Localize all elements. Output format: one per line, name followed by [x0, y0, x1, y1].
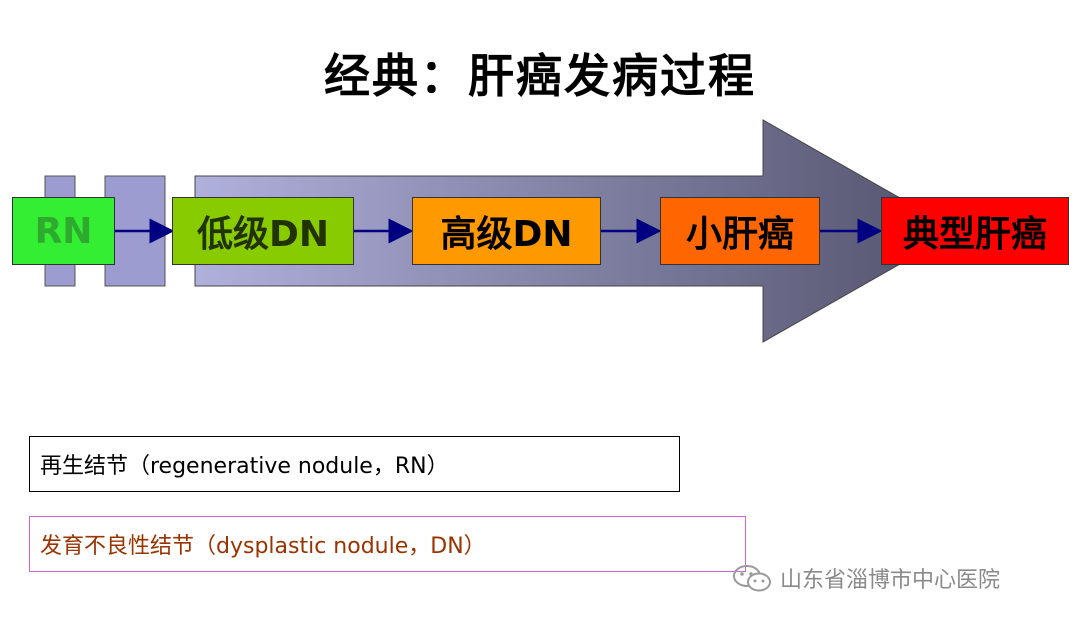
definition-dn-text: 发育不良性结节（dysplastic nodule，DN）: [40, 534, 486, 559]
stage-low-grade-dn: 低级DN: [172, 197, 354, 265]
stage-typical-hcc: 典型肝癌: [881, 197, 1069, 265]
stage-low-grade-dn-label: 低级DN: [196, 214, 329, 255]
stage-small-hcc: 小肝癌: [660, 197, 820, 265]
definition-dn: 发育不良性结节（dysplastic nodule，DN）: [29, 516, 746, 572]
stage-typical-hcc-label: 典型肝癌: [902, 214, 1047, 255]
stage-rn-label: RN: [34, 210, 93, 252]
wechat-icon: [733, 565, 771, 592]
stage-high-grade-dn: 高级DN: [412, 197, 601, 265]
stage-high-grade-dn-label: 高级DN: [440, 214, 573, 255]
page-title: 经典：肝癌发病过程: [324, 49, 756, 103]
watermark: 山东省淄博市中心医院: [732, 560, 1000, 596]
definition-rn: 再生结节（regenerative nodule，RN）: [29, 436, 680, 492]
watermark-text: 山东省淄博市中心医院: [780, 568, 1001, 593]
stage-small-hcc-label: 小肝癌: [685, 214, 794, 255]
definition-rn-text: 再生结节（regenerative nodule，RN）: [40, 454, 449, 479]
stage-rn: RN: [12, 197, 115, 265]
